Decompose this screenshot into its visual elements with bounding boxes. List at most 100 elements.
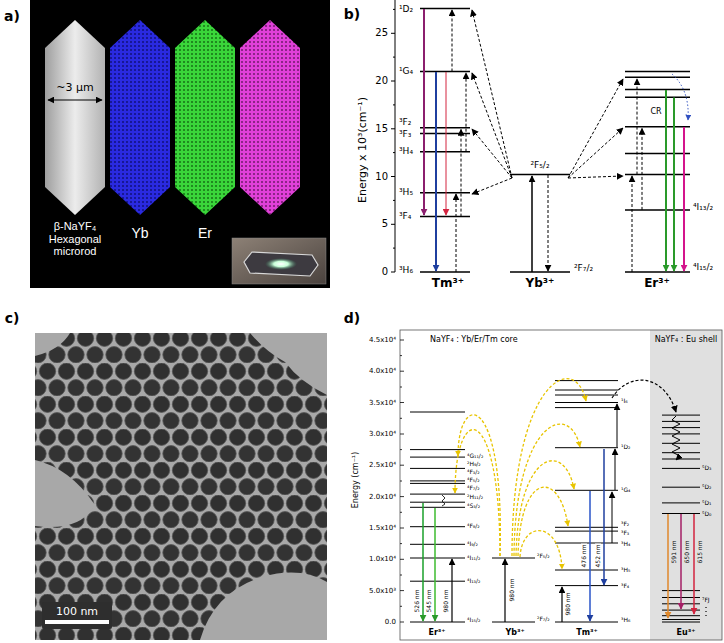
tick-label: 0.0 (385, 619, 396, 626)
absorption-arrow (504, 559, 505, 622)
rod-outline (105, 20, 175, 215)
absorption-arrow (531, 176, 533, 272)
excitation-arrow (615, 449, 616, 490)
tick-label: 1.5x10⁴ (369, 525, 396, 532)
transfer-line (568, 79, 623, 178)
panel-letter: a) (4, 9, 20, 23)
level-label: ⁷FJ (702, 597, 710, 603)
level-label: ³H₄ (621, 541, 630, 547)
emission-arrow (683, 127, 685, 271)
ion-label: Yb³⁺ (505, 629, 524, 637)
transfer-line (472, 10, 512, 178)
cross-relaxation-arrow (672, 74, 688, 120)
transfer-line (568, 128, 623, 178)
transfer-arc (518, 487, 568, 556)
er-levels (410, 412, 465, 622)
tick-label: 3.0x10⁴ (369, 431, 396, 438)
level-label: ⁴F₃/₂ (467, 469, 480, 475)
level-label: ¹D₂ (621, 444, 630, 450)
ion-label: Er³⁺ (428, 629, 445, 637)
yb-levels (492, 558, 535, 622)
panel-letter: c) (5, 311, 20, 325)
level-label: ⁵D₁ (702, 500, 711, 506)
level-label: ¹G₄ (621, 487, 630, 493)
level-label: ¹D₂ (399, 5, 413, 14)
ion-label: Tm³⁺ (432, 277, 464, 289)
photo-ground (232, 238, 326, 284)
level-label: ³H₄ (399, 147, 413, 156)
scale-patch (42, 602, 112, 629)
rod-shape (110, 20, 170, 215)
microrod (240, 20, 300, 215)
wavelength-label: 452 nm (595, 543, 601, 568)
rod-shape (45, 20, 105, 215)
transfer-arc (458, 415, 500, 556)
microrod: β-NaYF₄ Hexagonal microrod~3 μm (40, 20, 110, 262)
excitation-arrow (452, 10, 453, 72)
level-label: ¹I₆ (621, 398, 628, 404)
energy-axis-ticks (400, 340, 404, 622)
level-label: ²F₅/₂ (537, 553, 550, 559)
wavelength-label: 980 nm (509, 577, 515, 602)
transfer-arc (520, 531, 562, 569)
level-label: ²F₅/₂ (530, 161, 549, 170)
region-title: NaYF₄ : Yb/Er/Tm core (400, 330, 650, 345)
emission-arrow (667, 514, 669, 618)
excitation-arrow (637, 79, 638, 175)
level-label: ²F₇/₂ (574, 264, 593, 273)
element-map-label: Yb (105, 226, 175, 241)
tem-void (250, 333, 327, 395)
emission-arrow (422, 503, 424, 621)
wavelength-label: 476 nm (581, 543, 587, 568)
tick-label: 1.0x10⁴ (369, 556, 396, 563)
dimension-label: ~3 μm (40, 82, 110, 93)
level-label: ⁵D₂ (702, 484, 711, 490)
ion-label: Yb³⁺ (526, 277, 555, 289)
level-label: ²H₁₁/₂ (467, 494, 483, 500)
ion-label: Er³⁺ (644, 277, 670, 289)
excitation-arrow (632, 176, 633, 272)
tem-image (35, 333, 327, 640)
wavelength-label: 980 nm (565, 591, 571, 616)
excitation-arrow (617, 404, 618, 447)
level-label: ⁴F₇/₂ (467, 485, 480, 491)
level-label: ³F₂ (621, 521, 629, 527)
level-label: ⁴I₁₅/₂ (467, 617, 480, 623)
tm-levels (555, 381, 618, 622)
tick-label: 10 (375, 172, 388, 182)
core-region: NaYF₄ : Yb/Er/Tm core (400, 330, 650, 640)
excitation-arrow (642, 129, 643, 210)
transfer-line (568, 176, 623, 178)
transfer-arc (514, 424, 580, 556)
tem-void (35, 333, 70, 356)
panel-letter: b) (344, 7, 360, 21)
level-label: ³H₅ (621, 567, 630, 573)
axis-title: Energy x 10³(cm⁻¹) (357, 97, 368, 203)
tick-label: 0 (382, 267, 388, 277)
panel-background (30, 0, 330, 288)
level-label: ⁵D₃ (702, 465, 711, 471)
axis-title: Energy (cm⁻¹) (352, 452, 360, 508)
wavelength-label: 591 nm (671, 539, 677, 564)
microrod: Yb (105, 20, 175, 246)
scale-label: 100 nm (56, 606, 98, 617)
emission-arrow (603, 449, 605, 585)
region-title: NaYF₄ : Eu shell (650, 330, 722, 345)
transfer-curve (612, 380, 676, 412)
level-label: ³H₆ (399, 266, 413, 275)
wavelength-label: 545 nm (426, 588, 432, 613)
tick-label: 5 (382, 219, 388, 229)
energy-axis (391, 0, 395, 272)
level-label: ³F₃ (399, 130, 411, 139)
excitation-arrow (466, 73, 467, 152)
nonradiative-squiggle (442, 495, 445, 506)
element-map-label: Er (170, 226, 240, 241)
eu-levels (662, 415, 700, 622)
level-label: ²H₉/₂ (467, 461, 481, 467)
microrod: Er (170, 20, 240, 246)
process-label: CR (650, 108, 661, 116)
transfer-line (472, 178, 512, 194)
plot-frame (400, 330, 722, 640)
dimension-arrow (48, 99, 102, 100)
